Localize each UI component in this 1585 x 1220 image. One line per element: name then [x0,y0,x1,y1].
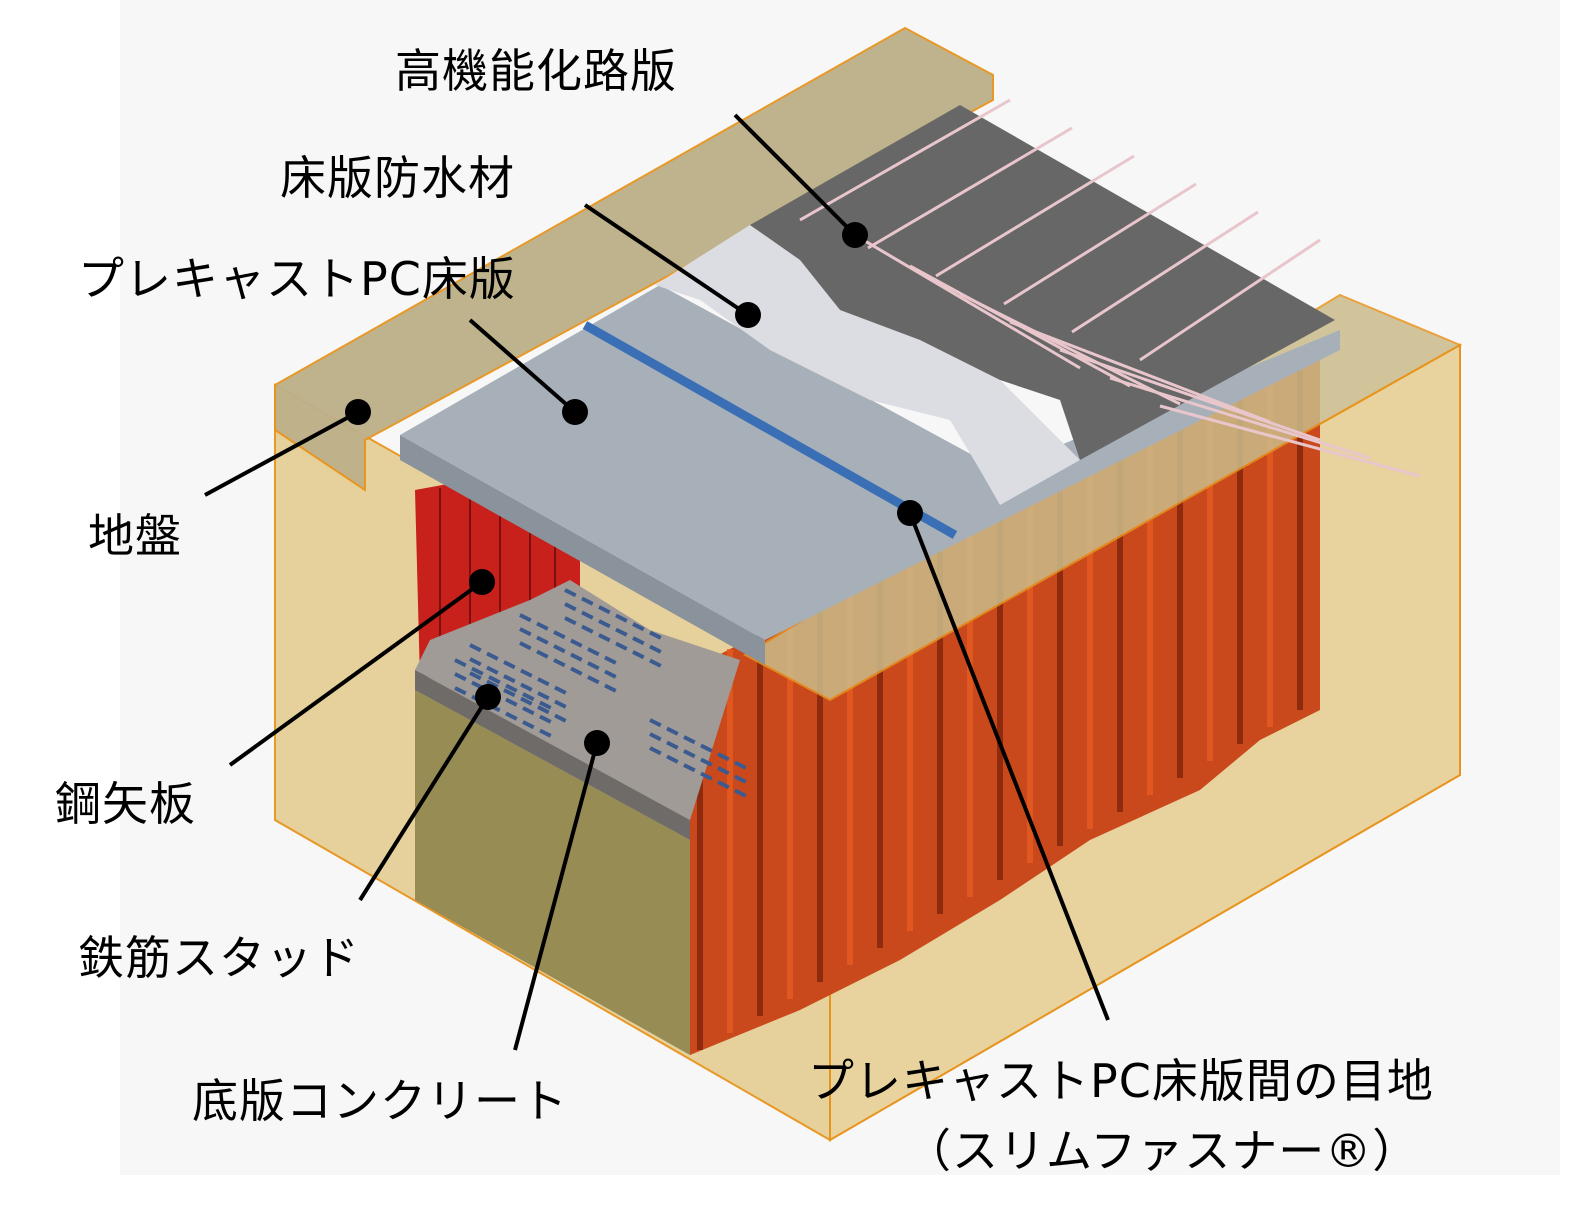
pc-slab-front [400,435,765,665]
label-waterproof: 床版防水材 [280,151,515,205]
paving-joint [1159,404,1421,478]
paving-joints [799,98,1421,478]
label-sheet-pile: 鋼矢板 [55,777,196,831]
label-stud: 鉄筋スタッド [78,931,360,985]
paving-joint [1139,238,1321,362]
leader-lines [204,113,1110,1051]
road-paving [750,105,1335,460]
base-concrete-front [415,690,690,1055]
pc-slab-top [400,285,1340,640]
label-pc-slab: プレキャストPC床版 [78,252,516,306]
waterproof-sheet [655,225,1080,505]
base-concrete-edge [415,670,690,840]
paving-joint [1109,376,1371,460]
label-base-concrete: 底版コンクリート [192,1074,568,1128]
label-joint-product: （スリムファスナー®） [905,1124,1420,1178]
paving-joint [799,98,1011,222]
paving-joint [1071,210,1259,334]
paving-joint [935,154,1135,278]
label-joint: プレキャストPC床版間の目地 [808,1054,1434,1108]
paving-joint [867,126,1073,250]
label-road-slab: 高機能化路版 [395,44,677,98]
paving-joint [1003,182,1197,306]
label-ground: 地盤 [88,509,182,563]
leader-dots [345,222,923,756]
joint-line [582,321,958,539]
paving-joint [859,236,1081,370]
paving-joint [959,292,1181,406]
paving-joint [1059,348,1321,442]
base-concrete-top [415,580,740,820]
paving-joint [1009,320,1271,424]
